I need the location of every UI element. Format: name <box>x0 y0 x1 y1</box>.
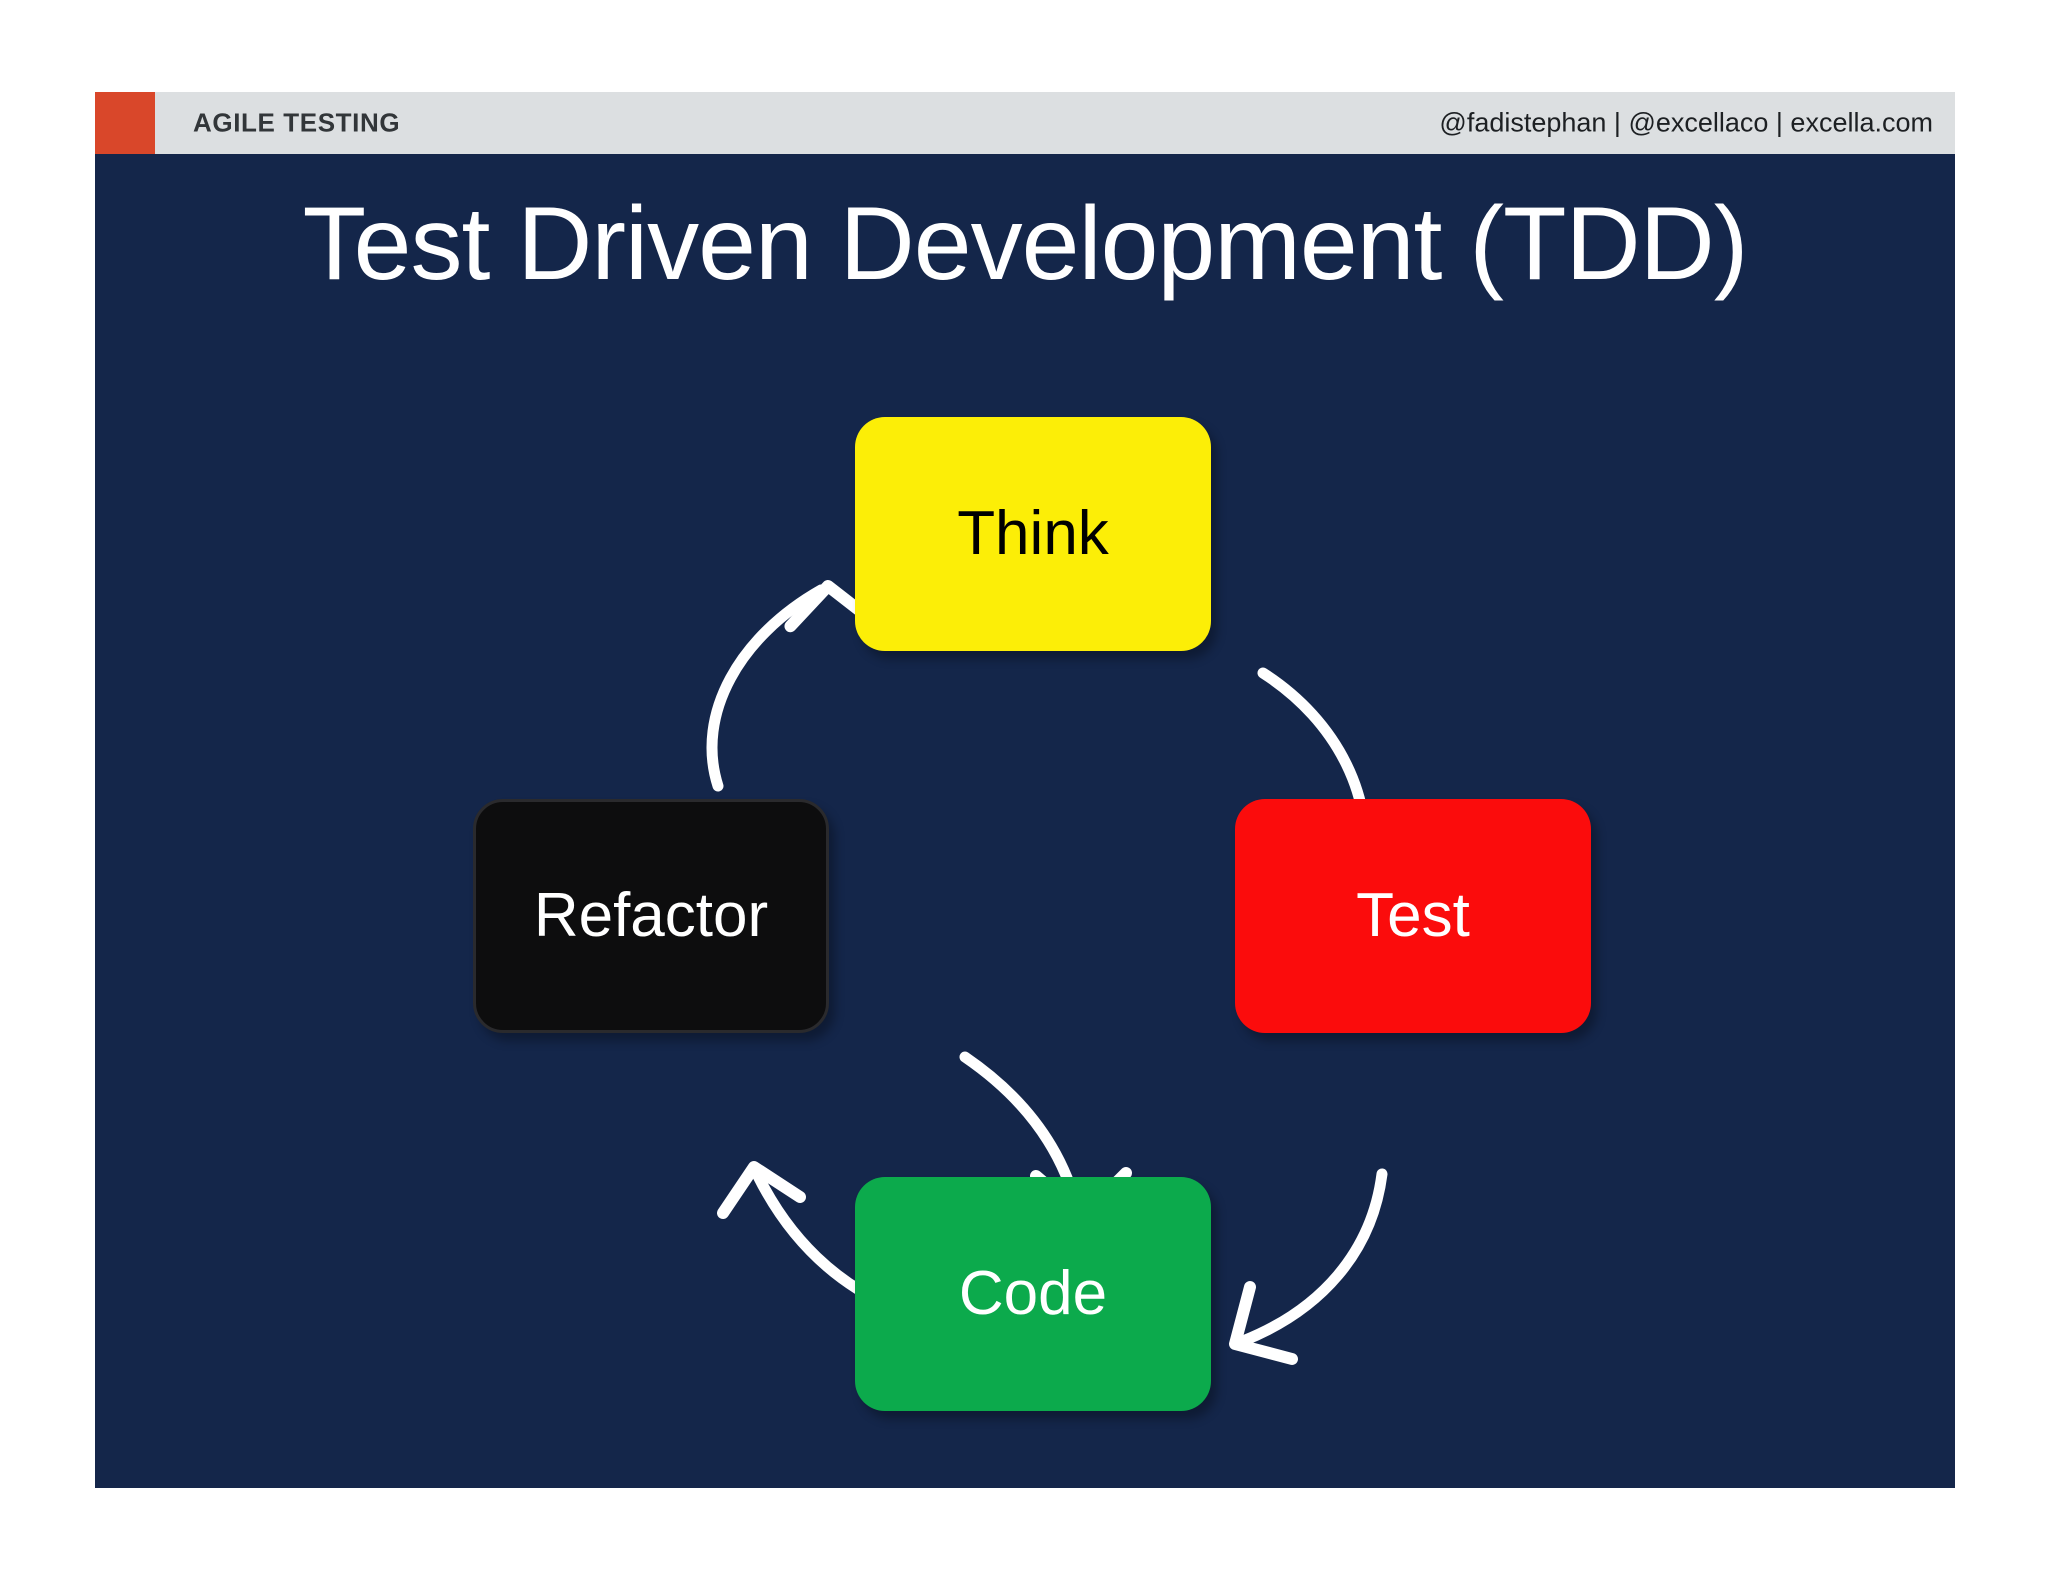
node-code[interactable]: Code <box>855 1177 1211 1411</box>
header-section-label: AGILE TESTING <box>193 107 401 138</box>
arrow-refactor-to-think <box>706 580 878 792</box>
node-refactor-label: Refactor <box>533 881 769 950</box>
node-think-label: Think <box>957 499 1109 568</box>
header-social-handles: @fadistephan | @excellaco | excella.com <box>1439 107 1933 138</box>
arrow-test-to-code <box>1229 1168 1388 1365</box>
node-code-label: Code <box>958 1259 1108 1328</box>
page-title: Test Driven Development (TDD) <box>302 186 1749 302</box>
header-accent-block <box>95 92 155 154</box>
node-think[interactable]: Think <box>855 417 1211 651</box>
slide-body: Test Driven Development (TDD) .flow-path… <box>95 154 1955 1488</box>
node-refactor[interactable]: Refactor <box>473 799 829 1033</box>
slide-header: AGILE TESTING @fadistephan | @excellaco … <box>95 92 1955 154</box>
node-test[interactable]: Test <box>1235 799 1591 1033</box>
tdd-cycle-diagram: .flow-path { fill: none; stroke: #ffffff… <box>95 154 1955 1488</box>
node-test-label: Test <box>1356 881 1470 950</box>
slide: AGILE TESTING @fadistephan | @excellaco … <box>95 92 1955 1488</box>
